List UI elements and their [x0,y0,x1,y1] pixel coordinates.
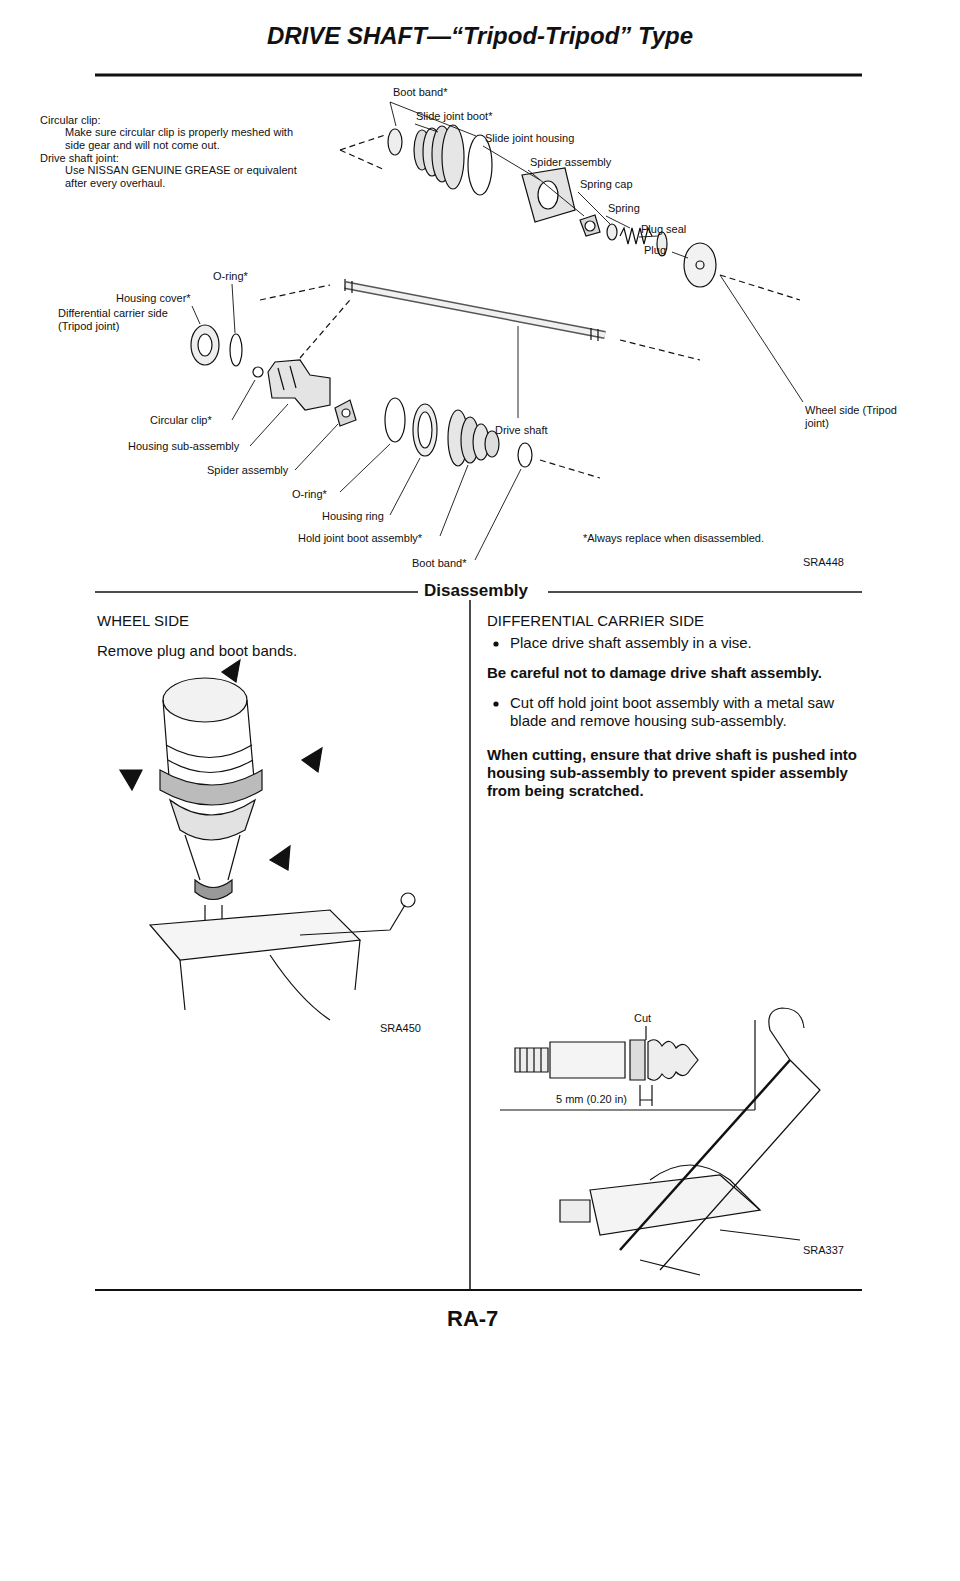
footer-rule [95,1289,862,1291]
part-label: O-ring* [292,488,327,501]
note-text: Make sure circular clip is properly mesh… [65,126,297,152]
figure-code: SRA448 [803,556,844,569]
part-label: Housing cover* [116,292,191,305]
figure-code: SRA450 [380,1022,421,1035]
part-label: Slide joint boot* [416,110,492,123]
part-label: Circular clip* [150,414,212,427]
part-label: Housing ring [322,510,384,523]
header-rule [95,74,862,77]
part-label: Spring [608,202,640,215]
part-label: Wheel side (Tripod joint) [805,404,915,430]
page-title: DRIVE SHAFT—“Tripod-Tripod” Type [0,22,960,51]
part-label: O-ring* [213,270,248,283]
part-label: Hold joint boot assembly* [298,532,422,545]
caution-text: When cutting, ensure that drive shaft is… [487,746,867,800]
part-label: Spring cap [580,178,633,191]
part-label: Housing sub-assembly [128,440,239,453]
instruction-text: Remove plug and boot bands. [97,642,297,660]
exploded-view [191,125,800,478]
figure-code: SRA337 [803,1244,844,1257]
vise-illustration [120,660,415,1020]
dimension-label: 5 mm (0.20 in) [556,1093,627,1106]
part-label: Boot band* [393,86,447,99]
saw-illustration [500,1008,820,1275]
caution-text: Be careful not to damage drive shaft ass… [487,664,862,682]
subsection-heading: DIFFERENTIAL CARRIER SIDE [487,612,704,630]
note-heading: Drive shaft joint: [40,152,119,165]
note-heading: Circular clip: [40,114,101,127]
part-label: Differential carrier side (Tripod joint) [58,307,186,333]
part-label: Drive shaft [495,424,548,437]
bullet [493,701,498,706]
section-heading: Disassembly [424,581,528,601]
footnote: *Always replace when disassembled. [583,532,764,545]
part-label: Spider assembly [530,156,611,169]
part-label: Slide joint housing [485,132,574,145]
part-label: Plug seal [641,223,686,236]
instruction-text: Place drive shaft assembly in a vise. [510,634,855,652]
part-label: Boot band* [412,557,466,570]
note-text: Use NISSAN GENUINE GREASE or equivalent … [65,164,297,190]
subsection-heading: WHEEL SIDE [97,612,189,630]
column-divider [469,600,471,1290]
bullet [493,641,498,646]
part-label: Plug [644,244,666,257]
dimension-label: Cut [634,1012,651,1025]
section-rule [548,591,862,593]
page-number: RA-7 [447,1306,498,1332]
part-label: Spider assembly [207,464,288,477]
instruction-text: Cut off hold joint boot assembly with a … [510,694,860,730]
section-rule [95,591,418,593]
